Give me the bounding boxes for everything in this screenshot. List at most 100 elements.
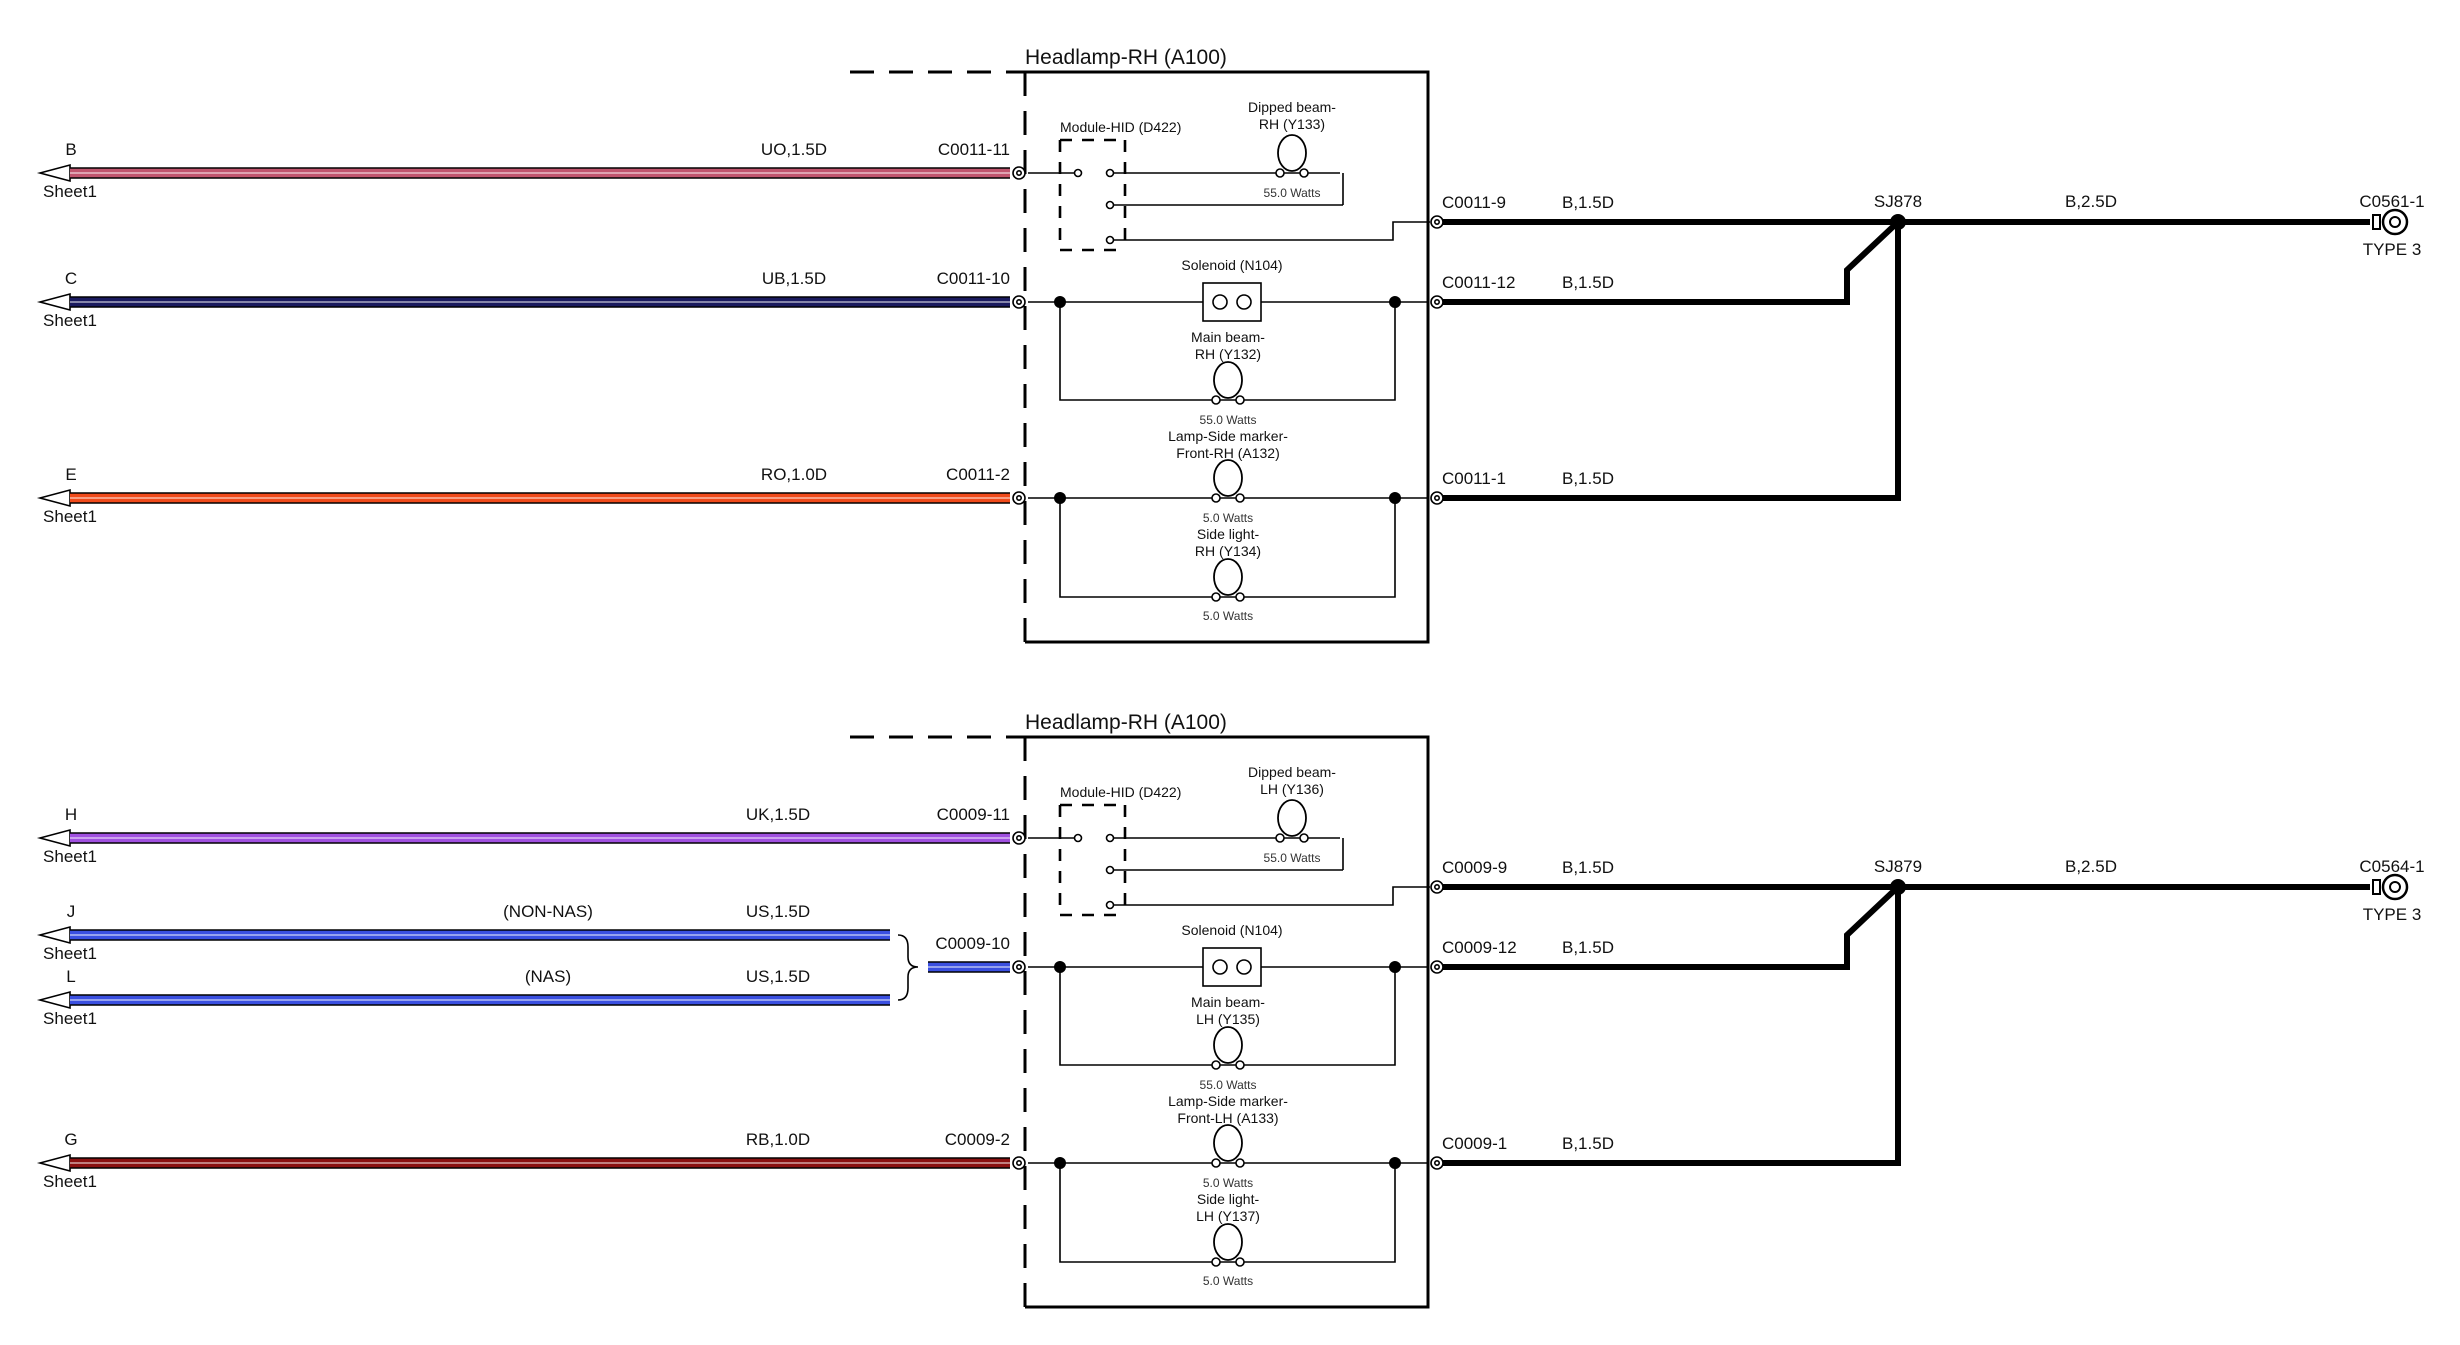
splice-dot — [1890, 214, 1906, 230]
connector-label: C0009-12 — [1442, 938, 1517, 957]
dipped-beam-bulb-icon — [1275, 134, 1309, 178]
ground-lug — [2372, 214, 2381, 230]
sheet-label: Sheet1 — [43, 311, 97, 330]
solenoid-label: Solenoid (N104) — [1181, 922, 1282, 938]
sheet-arrow-icon — [36, 292, 71, 312]
wire — [1114, 221, 1430, 241]
wire-spec-label: B,1.5D — [1562, 193, 1614, 212]
side-light-label: RH (Y134) — [1195, 543, 1261, 559]
main-beam-label: Main beam- — [1191, 994, 1265, 1010]
wire-spec-label: US,1.5D — [746, 902, 810, 921]
switch-contact — [1105, 200, 1115, 210]
wire-spec-label: B,1.5D — [1562, 273, 1614, 292]
connector-pin — [1430, 491, 1444, 505]
connector-center — [1434, 219, 1441, 226]
sheet-arrow-icon — [36, 1153, 71, 1173]
ground-spec-label: B,2.5D — [2065, 857, 2117, 876]
splice-label: SJ878 — [1874, 192, 1922, 211]
main-beam-label: LH (Y135) — [1196, 1011, 1260, 1027]
switch-contact — [1105, 168, 1115, 178]
wire-H — [70, 832, 1010, 844]
ground-spec-label: B,2.5D — [2065, 192, 2117, 211]
dipped-beam-label: RH (Y133) — [1259, 116, 1325, 132]
variant-label: (NAS) — [525, 967, 571, 986]
bulb-terminal — [1211, 1158, 1221, 1168]
bulb-glass — [1213, 1026, 1243, 1064]
ground-lug — [2372, 879, 2381, 895]
side-light-bulb-icon — [1211, 1223, 1245, 1267]
sheet-label: Sheet1 — [43, 182, 97, 201]
bulb-glass — [1213, 1223, 1243, 1261]
module-hid-label: Module-HID (D422) — [1060, 119, 1181, 135]
bulb-glass — [1277, 799, 1307, 837]
sheet-arrow-icon — [36, 925, 71, 945]
connector-label: C0009-11 — [937, 805, 1010, 824]
variant-brace — [897, 934, 919, 1001]
ground-wire — [1443, 219, 1901, 305]
connector-center — [1015, 494, 1022, 501]
side-light-loop — [1059, 1163, 1396, 1263]
wire-G — [70, 1157, 1010, 1169]
module-hid-outline — [1058, 138, 1127, 252]
bulb-glass — [1213, 1124, 1243, 1162]
ground-ring-inner — [2389, 216, 2401, 228]
sheet-label: Sheet1 — [43, 944, 97, 963]
connector-label: C0009-1 — [1442, 1134, 1507, 1153]
main-beam-bulb-icon — [1211, 361, 1245, 405]
bulb-terminal — [1235, 1257, 1245, 1267]
side-marker-label: Front-RH (A132) — [1176, 445, 1279, 461]
switch-contact — [1105, 865, 1115, 875]
ground-ring-inner — [2389, 881, 2401, 893]
wire-spec-label: US,1.5D — [746, 967, 810, 986]
dipped-beam-label: Dipped beam- — [1248, 764, 1336, 780]
bulb-terminal — [1235, 1060, 1245, 1070]
dipped-beam-watts: 55.0 Watts — [1264, 851, 1321, 865]
connector-center — [1434, 298, 1441, 305]
solenoid-coil — [1212, 959, 1228, 975]
bulb-glass — [1213, 361, 1243, 399]
wire — [1114, 886, 1430, 906]
connector-label: C0009-2 — [945, 1130, 1010, 1149]
connector-center — [1015, 170, 1022, 177]
bulb-terminal — [1235, 1158, 1245, 1168]
dipped-beam-watts: 55.0 Watts — [1264, 186, 1321, 200]
bulb-terminal — [1235, 592, 1245, 602]
wire-B — [70, 167, 1010, 179]
component-title: Headlamp-RH (A100) — [1025, 46, 1227, 69]
dipped-beam-label: LH (Y136) — [1260, 781, 1324, 797]
sheet-arrow-icon — [36, 990, 71, 1010]
connector-center — [1015, 298, 1022, 305]
ground-type-label: TYPE 3 — [2363, 905, 2422, 924]
bulb-terminal — [1235, 493, 1245, 503]
connector-center — [1434, 494, 1441, 501]
dipped-beam-label: Dipped beam- — [1248, 99, 1336, 115]
ground-label: C0564-1 — [2359, 857, 2424, 876]
variant-label: (NON-NAS) — [503, 902, 593, 921]
connector-label: C0009-10 — [935, 934, 1010, 953]
bulb-glass — [1213, 558, 1243, 596]
main-beam-label: Main beam- — [1191, 329, 1265, 345]
connector-pin — [1012, 295, 1026, 309]
side-light-label: LH (Y137) — [1196, 1208, 1260, 1224]
ground-wire — [1443, 222, 1901, 501]
connector-center — [1434, 1160, 1441, 1167]
bulb-terminal — [1299, 168, 1309, 178]
ground-type-label: TYPE 3 — [2363, 240, 2422, 259]
connector-center — [1015, 963, 1022, 970]
side-light-bulb-icon — [1211, 558, 1245, 602]
module-hid-outline — [1058, 803, 1127, 917]
connector-pin — [1012, 831, 1026, 845]
module-hid-label: Module-HID (D422) — [1060, 784, 1181, 800]
sheet-label: Sheet1 — [43, 507, 97, 526]
side-light-watts: 5.0 Watts — [1203, 1274, 1253, 1288]
wire-spec-label: UB,1.5D — [762, 269, 826, 288]
connector-pin — [1012, 1156, 1026, 1170]
connector-label: C0011-12 — [1442, 273, 1515, 292]
connector-pin — [1430, 1156, 1444, 1170]
switch-contact — [1105, 833, 1115, 843]
solenoid-coil — [1212, 294, 1228, 310]
solenoid-label: Solenoid (N104) — [1181, 257, 1282, 273]
wire-id-label: H — [65, 805, 77, 824]
side-marker-label: Lamp-Side marker- — [1168, 428, 1288, 444]
